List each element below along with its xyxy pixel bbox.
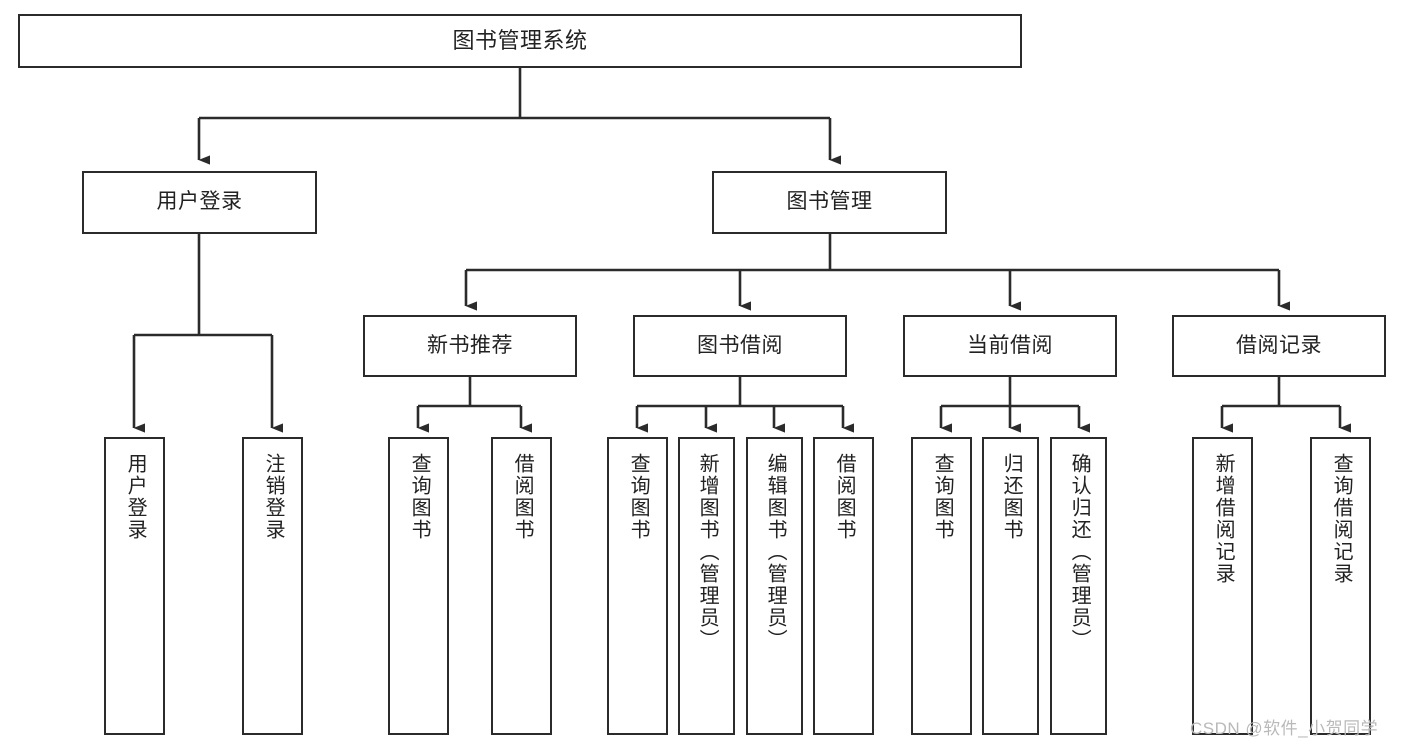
node-book-borrow[interactable]: 图书借阅 [633,315,847,377]
node-label: 注销登录 [262,453,285,541]
node-label: 当前借阅 [967,333,1053,357]
node-label: 查询图书 [931,453,954,541]
leaf-return-book[interactable]: 归还图书 [982,437,1039,735]
leaf-user-login[interactable]: 用户登录 [104,437,165,735]
node-label: 查询图书 [627,453,650,541]
node-book-management[interactable]: 图书管理 [712,171,947,234]
node-label: 新增图书（管理员） [696,453,719,651]
node-label: 新增借阅记录 [1212,453,1235,585]
node-label: 借阅记录 [1236,333,1322,357]
leaf-query-book-borrow[interactable]: 查询图书 [607,437,668,735]
node-label: 用户登录 [156,190,243,214]
leaf-add-borrow-record[interactable]: 新增借阅记录 [1192,437,1253,735]
leaf-query-borrow-record[interactable]: 查询借阅记录 [1310,437,1371,735]
node-label: 查询图书 [408,453,431,541]
leaf-query-book-recommend[interactable]: 查询图书 [388,437,449,735]
node-label: 图书借阅 [697,333,783,357]
node-current-borrow[interactable]: 当前借阅 [903,315,1117,377]
leaf-add-book-admin[interactable]: 新增图书（管理员） [678,437,735,735]
node-new-book-recommend[interactable]: 新书推荐 [363,315,577,377]
node-user-login[interactable]: 用户登录 [82,171,317,234]
node-label: 图书管理系统 [452,28,588,54]
node-label: 用户登录 [124,453,147,541]
node-root-system[interactable]: 图书管理系统 [18,14,1022,68]
leaf-confirm-return-admin[interactable]: 确认归还（管理员） [1050,437,1107,735]
watermark-label: CSDN @软件_小贺同学 [1190,719,1379,738]
node-label: 查询借阅记录 [1330,453,1353,585]
leaf-borrow-book[interactable]: 借阅图书 [813,437,874,735]
node-label: 确认归还（管理员） [1068,453,1091,651]
node-label: 图书管理 [786,190,873,214]
node-label: 借阅图书 [833,453,856,541]
leaf-borrow-book-recommend[interactable]: 借阅图书 [491,437,552,735]
leaf-edit-book-admin[interactable]: 编辑图书（管理员） [746,437,803,735]
node-label: 新书推荐 [427,333,513,357]
leaf-logout-login[interactable]: 注销登录 [242,437,303,735]
node-label: 归还图书 [1000,453,1023,541]
node-borrow-record[interactable]: 借阅记录 [1172,315,1386,377]
node-label: 编辑图书（管理员） [764,453,787,651]
leaf-query-book-current[interactable]: 查询图书 [911,437,972,735]
node-label: 借阅图书 [511,453,534,541]
